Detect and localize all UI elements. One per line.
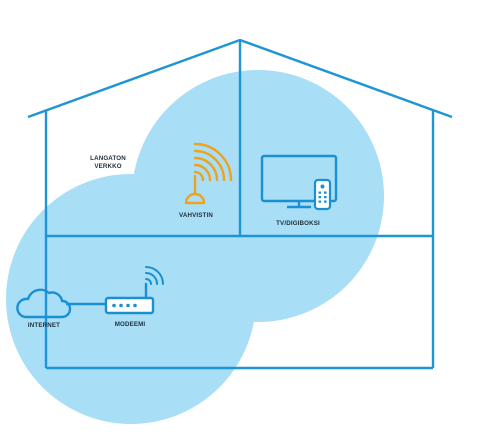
- extender-signal-wave-1: [193, 170, 205, 182]
- tv-label: TV/DIGIBOKSI: [276, 220, 320, 227]
- wifi-signal-icon: [145, 266, 164, 285]
- wireless-network-label: LANGATON VERKKO: [90, 155, 126, 170]
- modem-label: MODEEMI: [115, 321, 146, 328]
- tv-icon: [260, 154, 338, 209]
- remote-control-icon: [313, 178, 332, 211]
- internet-label: INTERNET: [28, 322, 60, 329]
- extender-signal-wave-3: [193, 156, 219, 182]
- extender-signal-wave-4: [193, 149, 226, 182]
- wireless-network-label-line1: LANGATON: [90, 155, 126, 162]
- extender-label: VAHVISTIN: [179, 212, 213, 219]
- wifi-coverage-zones: [6, 70, 384, 424]
- modem-status-lights: [112, 303, 137, 308]
- wifi-extender-icon: [184, 142, 233, 205]
- cloud-icon: [16, 288, 72, 319]
- wireless-network-label-line2: VERKKO: [94, 163, 121, 170]
- extender-signal-wave-5: [193, 142, 233, 182]
- modem-router-icon: [104, 266, 164, 315]
- house-outline: [27, 38, 453, 370]
- extender-signal-wave-2: [193, 163, 212, 182]
